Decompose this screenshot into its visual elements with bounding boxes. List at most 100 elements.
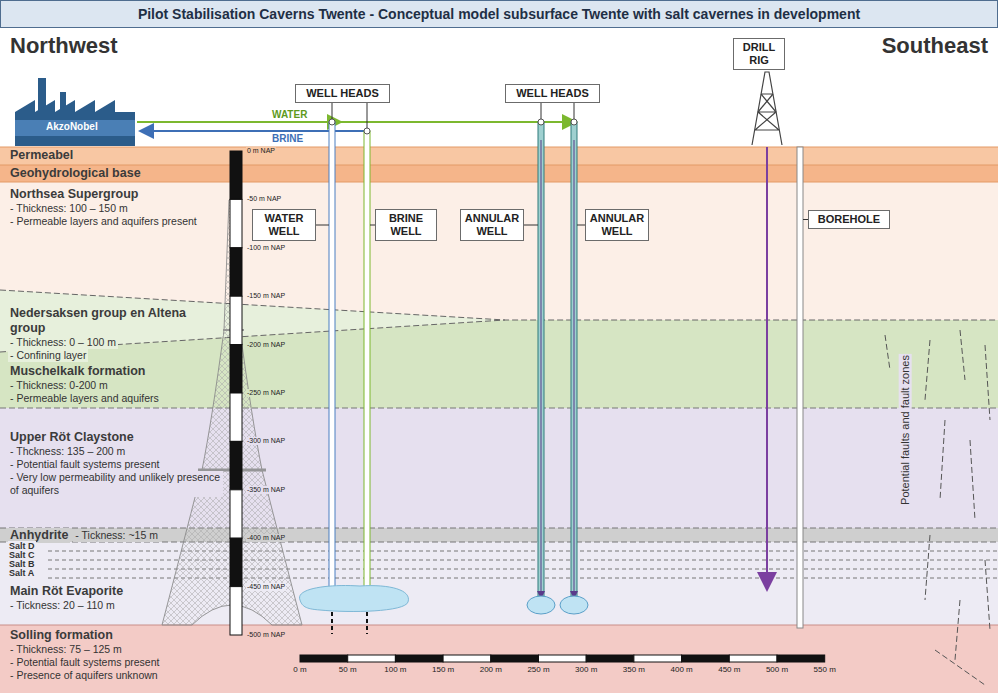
label-box: BOREHOLE [808,210,890,229]
scale-segment [300,655,348,662]
leader-line [574,103,575,119]
wells [329,119,803,628]
text-label: AkzoNobel [46,121,98,133]
scale-segment [729,655,777,662]
distance-scale [300,655,825,662]
scale-segment [230,441,242,489]
label-box: DRILL RIG [733,38,785,70]
scale-segment [348,655,396,662]
text-label: -350 m NAP [246,486,286,494]
layer-note: - Thickness: 75 – 125 m [8,643,124,656]
box-label: DRILL RIG [737,41,781,67]
layer-note: - Potential fault systems present [8,656,161,669]
rotated-note: Potential faults and fault zones [899,354,912,506]
text-label: -50 m NAP [246,195,282,203]
text-label: -450 m NAP [246,583,286,591]
label-box: ANNULAR WELL [460,209,524,241]
leader-line [332,103,333,119]
layer-band: Upper Röt Claystone- Thckness: 135 – 200… [8,430,223,497]
text-label: 450 m [717,665,741,674]
text-label: 50 m [338,665,358,674]
layer-band: Permeabel [8,148,223,163]
scale-segment [682,655,730,662]
text-label: 400 m [669,665,693,674]
layer-name: Nedersaksen group en Altena group [8,306,223,336]
layer-name: Geohydrological base [8,166,143,181]
layer-name: Permeabel [8,148,75,163]
scale-segment [230,538,242,586]
text-label: 0 m NAP [246,147,276,155]
layer-band: Northsea Supergroup- Thickness: 100 – 15… [8,187,223,228]
layer-name: Main Röt Evaporite [8,584,125,599]
leader-line [524,225,538,226]
text-label: -300 m NAP [246,437,286,445]
leader-line [541,103,542,119]
text-label: BRINE [272,133,303,145]
layer-name: Solling formation [8,628,115,643]
text-label: 250 m [526,665,550,674]
title-bar: Pilot Stabilisation Caverns Twente - Con… [0,0,998,28]
text-label: -200 m NAP [246,341,286,349]
layer-note: - Thickness: 0 – 100 m [8,336,118,349]
scale-segment [230,490,242,538]
layer-note: - Thickness: 0-200 m [8,379,110,392]
leader-lines [316,103,808,225]
box-label: BRINE WELL [379,212,433,238]
layer-note: - Potential fault systems present [8,458,161,471]
label-box: ANNULAR WELL [585,209,649,241]
text-label: 500 m [765,665,789,674]
layer-note: - Presence of aquifers unknown [8,669,160,682]
scale-segment [634,655,682,662]
text-label: Northwest [10,33,118,58]
text-label: 300 m [574,665,598,674]
layers [0,147,998,693]
scale-segment [777,655,825,662]
drill-rig [752,72,782,588]
layer-note: - Permeable layers and aquifers [8,392,161,405]
box-label: WELL HEADS [509,87,596,100]
label-box: WATER WELL [252,209,316,241]
eiffel-tower [162,188,302,625]
layer-band: Solling formation- Thickness: 75 – 125 m… [8,628,223,682]
text-label: -500 m NAP [246,631,286,639]
layer-note: - Tickness: 20 – 110 m [8,599,117,612]
box-label: WELL HEADS [299,87,386,100]
layer-band: Geohydrological base [8,166,223,181]
scale-segment [230,248,242,296]
leader-line [367,103,368,128]
leader-line [577,225,585,226]
scale-segment [491,655,539,662]
scale-segment [230,199,242,247]
leader-line [316,225,329,226]
text-label: 200 m [479,665,503,674]
label-box: WELL HEADS [505,84,600,103]
scale-segment [230,587,242,635]
text-label: 100 m [383,665,407,674]
scale-segment [230,345,242,393]
layer-note: - Thickness: 100 – 150 m [8,202,130,215]
layer-name: Upper Röt Claystone [8,430,136,445]
factory-icon [15,78,135,146]
layer-note: - Tickness: ~15 m [73,529,160,542]
box-label: BOREHOLE [812,213,886,226]
layer-note: - Permeable layers and aquifers present [8,215,199,228]
box-label: ANNULAR WELL [589,212,645,238]
box-label: WATER WELL [256,212,312,238]
scale-segment [539,655,587,662]
text-label: Southeast [882,33,988,58]
scale-segment [230,393,242,441]
layer-note: - Thckness: 135 – 200 m [8,445,127,458]
layer-note: - Confining layer [8,349,88,362]
text-label: -250 m NAP [246,389,286,397]
layer-name: Northsea Supergroup [8,187,141,202]
text-label: 350 m [622,665,646,674]
text-label: -150 m NAP [246,292,286,300]
text-label: 0 m [292,665,307,674]
layer-band: Anhydrite- Tickness: ~15 m [8,528,223,543]
pipelines [137,122,576,131]
text-label: Salt A [8,568,35,578]
text-label: -400 m NAP [246,534,286,542]
scale-segment [586,655,634,662]
